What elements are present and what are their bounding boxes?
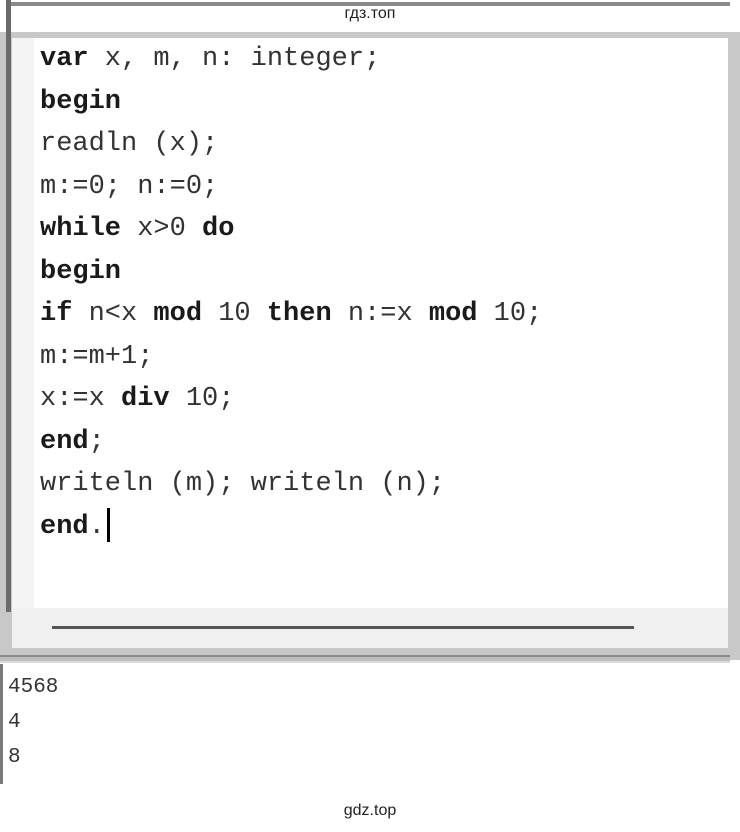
horizontal-scrollbar-thumb[interactable]: [52, 626, 634, 629]
output-lines: 4568 4 8: [8, 674, 58, 779]
code-text: m:=m+1;: [40, 341, 154, 372]
code-keyword: end: [40, 426, 89, 457]
code-line[interactable]: readln (x);: [40, 123, 730, 166]
code-text: 10;: [477, 299, 543, 329]
code-text: n<x: [72, 299, 154, 329]
code-keyword: var: [40, 44, 89, 74]
code-text: x>0: [121, 214, 203, 244]
code-text: 10: [202, 299, 267, 329]
output-line: 4568: [8, 676, 59, 699]
code-keyword: begin: [40, 86, 122, 117]
code-keyword: mod: [428, 299, 478, 329]
code-text: 10;: [169, 384, 235, 414]
watermark-top: гдз.топ: [344, 5, 396, 22]
code-line[interactable]: end;: [40, 421, 730, 464]
editor-left-border: [6, 0, 11, 612]
output-left-border: [0, 664, 3, 784]
code-keyword: if: [40, 299, 73, 329]
code-keyword: then: [266, 299, 332, 329]
code-text: .: [88, 511, 105, 542]
watermark-bottom: gdz.top: [343, 802, 397, 819]
code-line[interactable]: begin: [40, 251, 730, 294]
code-keyword: mod: [153, 299, 203, 329]
code-text: x, m, n:: [88, 44, 251, 74]
code-text: ;: [88, 426, 105, 457]
code-line[interactable]: while x>0 do: [40, 208, 730, 251]
code-keyword: do: [202, 214, 235, 244]
code-line[interactable]: begin: [40, 81, 730, 124]
output-panel: [0, 664, 728, 784]
code-line[interactable]: end.: [40, 506, 730, 549]
code-line[interactable]: x:=x div 10;: [40, 378, 730, 421]
code-text: ;: [364, 44, 381, 74]
panel-splitter[interactable]: [0, 655, 730, 663]
code-lines[interactable]: var x, m, n: integer; begin readln (x); m:=…: [40, 38, 730, 548]
output-line: 8: [8, 746, 21, 769]
code-text: m:=0; n:=0;: [40, 171, 219, 202]
code-text: integer: [250, 44, 365, 74]
code-keyword: while: [40, 214, 122, 244]
text-cursor: [106, 508, 110, 543]
code-line[interactable]: m:=0; n:=0;: [40, 166, 730, 209]
output-line: 4: [8, 711, 21, 734]
code-editor[interactable]: [12, 38, 728, 608]
code-keyword: begin: [40, 256, 122, 287]
code-text: x:=x: [40, 384, 122, 414]
code-line[interactable]: writeln (m); writeln (n);: [40, 463, 730, 506]
code-text: n:=x: [331, 299, 429, 329]
code-text: readln (x);: [40, 129, 219, 159]
editor-gutter: [12, 38, 34, 608]
editor-top-border: [6, 2, 730, 6]
code-line[interactable]: var x, m, n: integer;: [40, 38, 730, 81]
code-line[interactable]: if n<x mod 10 then n:=x mod 10;: [40, 293, 730, 336]
code-line[interactable]: m:=m+1;: [40, 336, 730, 379]
code-text: writeln (m); writeln (n);: [40, 469, 446, 499]
code-keyword: div: [121, 384, 170, 414]
code-keyword: end: [40, 511, 89, 542]
